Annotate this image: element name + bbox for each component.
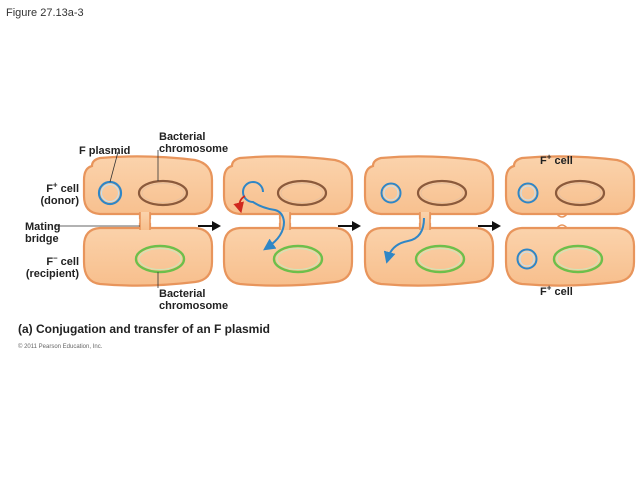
label-bacterial-chromosome-bottom: Bacterial chromosome <box>159 288 229 312</box>
recipient-cell <box>82 222 214 287</box>
step-arrow-2 <box>338 221 361 231</box>
panel-1 <box>55 150 214 288</box>
f-plus-cell-bottom <box>504 226 636 287</box>
recipient-cell-3 <box>363 222 495 287</box>
donor-cell-2 <box>222 155 354 220</box>
rolling-circle-arrow <box>233 195 246 214</box>
recipient-chromosome <box>134 244 186 274</box>
plasmid-strand-2 <box>242 181 286 251</box>
panel-3 <box>363 155 495 287</box>
recipient-cell-2 <box>222 222 354 287</box>
label-f-plus-donor: F+ cell (donor) <box>40 180 79 207</box>
label-f-plus-top-right: F+ cell <box>540 152 573 167</box>
donor-chromosome <box>137 179 189 207</box>
panel-2 <box>222 155 354 287</box>
figure-title: Figure 27.13a-3 <box>6 7 84 19</box>
donor-cell-3 <box>363 155 495 220</box>
label-f-minus-recipient: F– cell (recipient) <box>25 253 79 280</box>
copyright-notice: © 2011 Pearson Education, Inc. <box>18 344 103 350</box>
f-plus-cell-top <box>504 155 636 216</box>
label-f-plasmid: F plasmid <box>79 145 131 157</box>
label-mating-bridge: Mating bridge <box>25 221 61 245</box>
mating-bridge <box>140 212 150 230</box>
panel-4 <box>504 155 636 287</box>
figure-caption: (a) Conjugation and transfer of an F pla… <box>18 322 271 336</box>
label-bacterial-chromosome-top: Bacterial chromosome <box>159 131 229 155</box>
step-arrow-1 <box>198 221 221 231</box>
plasmid-strand-3 <box>383 217 425 264</box>
step-arrow-3 <box>478 221 501 231</box>
label-f-plus-bottom-right: F+ cell <box>540 283 573 298</box>
